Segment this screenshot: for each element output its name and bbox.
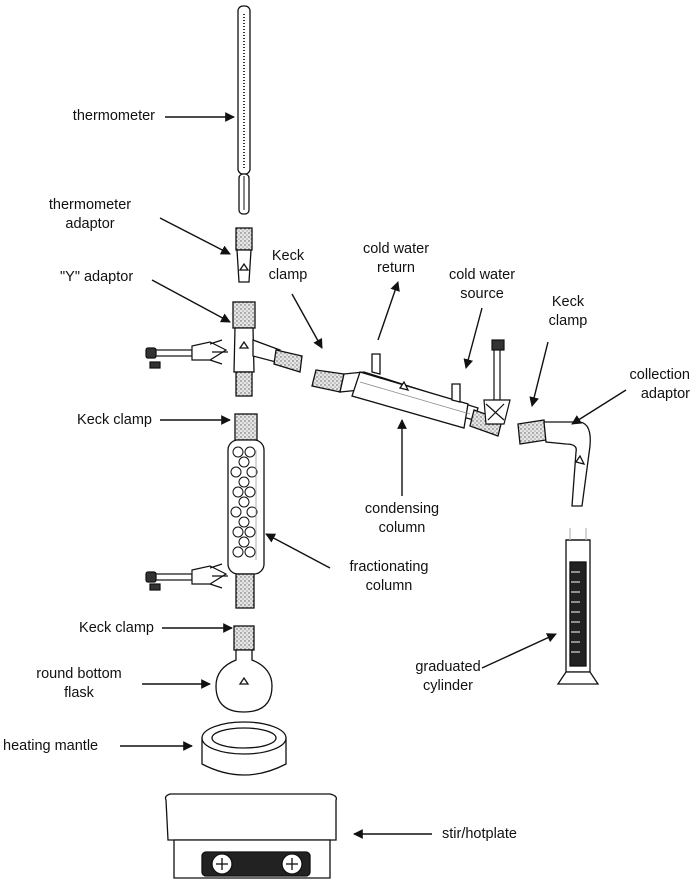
arrow-fractionating-column	[265, 533, 331, 569]
label-round-bottom-flask: round bottom flask	[36, 666, 122, 701]
label-collection-adaptor: collection adaptor	[629, 367, 690, 402]
arrow-y-adaptor	[151, 279, 231, 323]
y-adaptor	[232, 301, 303, 397]
label-keck-clamp-mid: Keck clamp	[77, 412, 152, 428]
round-bottom-flask	[215, 625, 273, 713]
label-cold-water-source: cold water source	[448, 267, 516, 302]
label-keck-clamp-top: Keck clamp	[268, 248, 308, 283]
label-cold-water-return: cold water return	[362, 241, 430, 276]
arrow-keck-clamp-right	[529, 341, 549, 407]
thermometer-adaptor	[235, 227, 253, 283]
label-fractionating-column: fractionating column	[349, 559, 429, 594]
label-keck-clamp-bottom: Keck clamp	[79, 620, 154, 636]
label-thermometer: thermometer	[72, 108, 155, 124]
arrow-thermometer-adaptor	[159, 217, 231, 255]
arrow-keck-clamp-top	[291, 293, 323, 349]
ring-stand-clamp-upper	[145, 339, 228, 369]
fractionating-column	[227, 413, 265, 609]
ring-stand-clamp-lower	[145, 563, 228, 591]
arrow-cold-water-return	[377, 281, 400, 341]
arrow-collection-adaptor	[571, 389, 627, 425]
label-condensing-column: condensing column	[364, 501, 440, 536]
label-thermometer-adaptor: thermometer adaptor	[48, 197, 132, 232]
label-arrows	[120, 112, 627, 839]
water-valve	[483, 339, 511, 425]
label-keck-clamp-right: Keck clamp	[548, 294, 588, 329]
label-stir-hotplate: stir/hotplate	[442, 826, 517, 842]
condensing-column	[311, 353, 503, 437]
thermometer	[237, 5, 251, 215]
stir-hotplate	[164, 793, 338, 879]
label-graduated-cylinder: graduated cylinder	[415, 659, 481, 694]
arrow-cold-water-source	[463, 307, 483, 369]
graduated-cylinder	[556, 528, 600, 685]
label-heating-mantle: heating mantle	[3, 738, 99, 754]
collection-adaptor	[517, 419, 591, 507]
heating-mantle	[201, 721, 287, 776]
label-y-adaptor: "Y" adaptor	[60, 269, 134, 285]
arrow-graduated-cylinder	[481, 633, 557, 669]
